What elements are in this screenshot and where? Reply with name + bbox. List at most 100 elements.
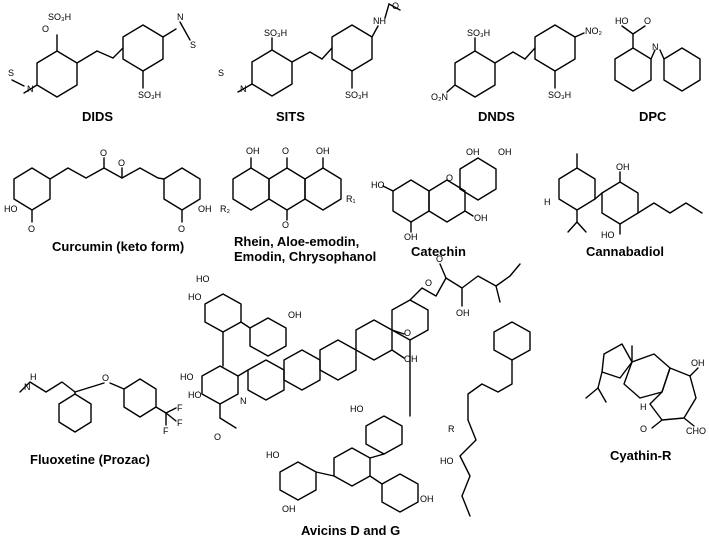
avicins-oh-6: OH	[282, 504, 296, 514]
avicins-o-ester: O	[425, 278, 432, 288]
avicins-ring-d	[355, 319, 393, 361]
avicins-ho-3: HO	[180, 372, 194, 382]
rhein-oh-right: OH	[316, 146, 330, 156]
fluoxetine-o: O	[102, 373, 109, 383]
dids-n-right: N	[177, 12, 184, 22]
curcumin-ho: HO	[4, 204, 18, 214]
curcumin-oh: OH	[198, 204, 212, 214]
cyathin-o-methoxy: O	[640, 424, 647, 434]
rhein-ring-b	[268, 167, 306, 211]
dids-o: O	[42, 24, 49, 34]
dnds-o2n: O₂N	[431, 92, 448, 102]
rhein-label-line2: Emodin, Chrysophanol	[234, 249, 376, 264]
avicins-o-acetyl: O	[214, 432, 221, 442]
fluoxetine-f1: F	[177, 403, 183, 413]
dids-so3h-top: SO₃H	[48, 12, 71, 22]
avicins-ho-2: HO	[188, 292, 202, 302]
rhein-ring-c	[304, 167, 342, 211]
avicins-sugar-low-3	[279, 461, 317, 501]
cyathin-oh: OH	[691, 358, 705, 368]
catechin-o-ring: O	[446, 173, 453, 183]
curcumin-ome-left: O	[28, 224, 35, 234]
cbd-oh-top: OH	[616, 162, 630, 172]
avicins-sugar-low-4	[381, 473, 419, 513]
dnds-structure: SO₃H O₂N SO₃H NO₂ DNDS	[431, 24, 603, 124]
avicins-sugar-low-1	[365, 415, 403, 455]
avicins-o-carbonyl: O	[436, 254, 443, 264]
cannabidiol-label: Cannabadiol	[586, 244, 664, 259]
curcumin-label: Curcumin (keto form)	[52, 239, 184, 254]
cyathin-ring-5	[601, 343, 633, 379]
dnds-label: DNDS	[478, 109, 515, 124]
dnds-so3h-bottom: SO₃H	[548, 90, 571, 100]
rhein-o-top: O	[282, 146, 289, 156]
avicins-sugar-top-1	[204, 293, 242, 333]
rhein-ring-a	[232, 167, 270, 211]
cyathin-label: Cyathin-R	[610, 448, 672, 463]
fluoxetine-ring-phenyl	[58, 393, 92, 433]
cyathin-ring-7	[649, 367, 697, 421]
cyathin-h: H	[640, 402, 647, 412]
cyathin-structure: OH CHO O H Cyathin-R	[585, 343, 706, 463]
cbd-ring-terpene	[558, 167, 596, 211]
fluoxetine-ring-aryl	[123, 378, 157, 418]
catechin-oh-bottom: OH	[404, 232, 418, 242]
dnds-so3h-top: SO₃H	[467, 28, 490, 38]
cbd-h: H	[544, 197, 551, 207]
sits-structure: SO₃H S N SO₃H NH O SITS	[218, 1, 401, 124]
sits-s: S	[218, 68, 224, 78]
catechin-oh-b1: OH	[466, 147, 480, 157]
dpc-n: N	[652, 42, 659, 52]
avicins-structure: O O OH OH O R HO HO HO OH HO HO N O HO H…	[180, 254, 531, 538]
avicins-label: Avicins D and G	[301, 523, 400, 538]
avicins-ho-4: HO	[188, 390, 202, 400]
catechin-oh-b2: OH	[498, 147, 512, 157]
sits-n: N	[240, 84, 247, 94]
avicins-oh-side: OH	[456, 308, 470, 318]
avicins-oh-core: OH	[404, 354, 418, 364]
catechin-oh-c3: OH	[474, 213, 488, 223]
dnds-ring-left	[454, 50, 496, 98]
curcumin-ring-right	[163, 167, 201, 211]
avicins-ring-a	[247, 359, 285, 401]
sits-so3h-bottom: SO₃H	[345, 90, 368, 100]
cbd-ring-aromatic	[601, 181, 639, 225]
dids-s-left: S	[8, 68, 14, 78]
avicins-quinovose	[493, 321, 531, 361]
curcumin-o1: O	[100, 148, 107, 158]
avicins-n: N	[240, 396, 247, 406]
dpc-structure: HO O N DPC	[614, 16, 701, 124]
catechin-ho-left: HO	[371, 180, 385, 190]
avicins-oh-7: OH	[420, 494, 434, 504]
dids-so3h-bottom: SO₃H	[138, 90, 161, 100]
sits-ring-right	[331, 24, 373, 72]
sits-nh: NH	[373, 16, 386, 26]
dpc-label: DPC	[639, 109, 667, 124]
curcumin-structure: O O HO O OH O Curcumin (keto form)	[4, 148, 212, 254]
sits-so3h-top: SO₃H	[264, 28, 287, 38]
avicins-o-core: O	[404, 328, 411, 338]
rhein-oh-left: OH	[246, 146, 260, 156]
avicins-sugar-low-2	[333, 447, 371, 487]
catechin-ring-a	[392, 179, 430, 223]
avicins-ho-1: HO	[196, 274, 210, 284]
catechin-ring-c	[428, 179, 466, 223]
rhein-structure: OH O OH O R₂ R₁ Rhein, Aloe-emodin, Emod…	[220, 146, 376, 264]
curcumin-ome-right: O	[178, 224, 185, 234]
fluoxetine-label: Fluoxetine (Prozac)	[30, 452, 150, 467]
sits-o: O	[392, 1, 399, 11]
catechin-label: Catechin	[411, 244, 466, 259]
fluoxetine-f3: F	[177, 418, 183, 428]
fluoxetine-structure: H N O F F F Fluoxetine (Prozac)	[19, 372, 183, 467]
dids-ring-left	[36, 50, 78, 98]
avicins-sugar-top-3	[201, 365, 239, 405]
dnds-no2: NO₂	[585, 26, 603, 36]
cbd-ho-bottom: HO	[601, 230, 615, 240]
dids-s-right: S	[190, 40, 196, 50]
avicins-ho-chain: HO	[440, 456, 454, 466]
catechin-structure: HO O OH OH OH OH Catechin	[371, 147, 512, 259]
cyathin-cho: CHO	[686, 426, 706, 436]
sits-label: SITS	[276, 109, 305, 124]
dpc-o: O	[644, 16, 651, 26]
